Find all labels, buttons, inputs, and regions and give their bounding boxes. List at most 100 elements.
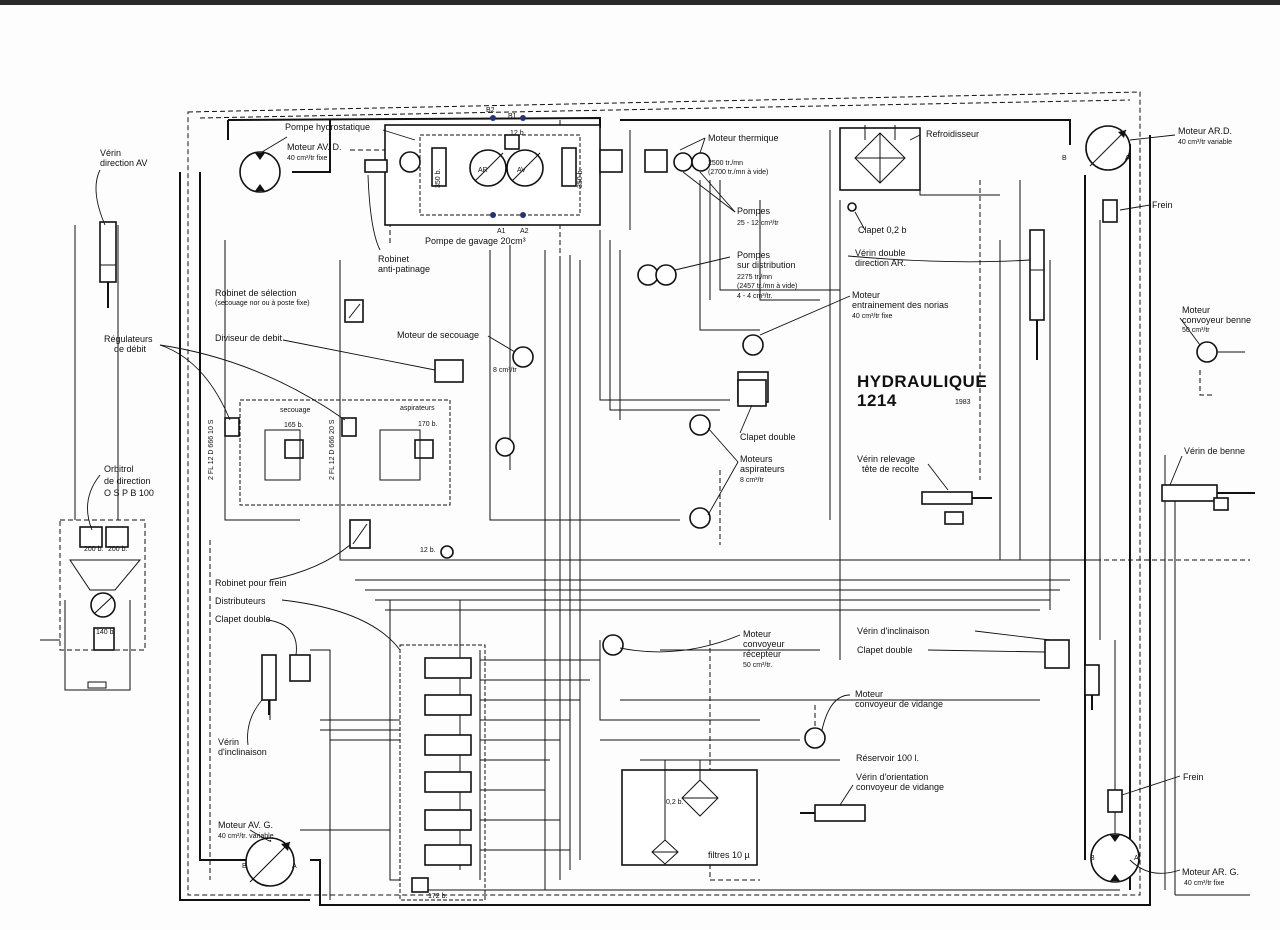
- label-port-a2: A2: [520, 228, 529, 235]
- label-pompe-gavage: Pompe de gavage 20cm³: [425, 236, 526, 246]
- label-p-165: 165 b.: [284, 422, 304, 429]
- labels: Vérin direction AV Moteur AV. D. 40 cm³/…: [84, 107, 1251, 900]
- label-pump-av: AV: [517, 167, 526, 174]
- label-clapet-02: Clapet 0,2 b: [858, 225, 907, 235]
- label-moteur-av-g-spec: 40 cm³/tr. variable: [218, 833, 274, 840]
- diagram-number: 1214: [857, 391, 897, 410]
- verin-orientation-symbol: [800, 804, 866, 822]
- label-moteurs-asp-3: 8 cm³/tr: [740, 477, 764, 484]
- verin-double-ar-symbol: [1029, 229, 1045, 360]
- label-pressure-350b: 350 b.: [577, 168, 584, 188]
- frein-ar-g-symbol: [1107, 789, 1123, 813]
- label-p-02b: 0,2 b.: [666, 799, 684, 806]
- moteur-convoyeur-benne-symbol: [1196, 341, 1245, 363]
- moteur-av-g-symbol: [245, 837, 295, 887]
- label-fl-1: 2 FL 12 D 666 10 S: [208, 419, 215, 480]
- label-moteur-recepteur-2: convoyeur: [743, 639, 785, 649]
- label-moteur-noria: Moteur: [852, 290, 880, 300]
- label-ar-g-port-a: A: [1134, 855, 1139, 862]
- label-clapet-double-2: Clapet double: [215, 614, 271, 624]
- moteur-thermique-symbol: [599, 149, 711, 173]
- label-moteur-vidange-2: convoyeur de vidange: [855, 699, 943, 709]
- label-robinet-anti: Robinet: [378, 254, 410, 264]
- label-pump-ar: AR: [478, 167, 488, 174]
- label-reservoir: Réservoir 100 l.: [856, 753, 919, 763]
- label-robinet-selection: Robinet de sélection: [215, 288, 297, 298]
- label-filtres: filtres 10 µ: [708, 850, 750, 860]
- label-pompes-distrib-2: sur distribution: [737, 260, 796, 270]
- label-regime: 2500 tr./mn: [708, 160, 743, 167]
- label-moteur-conv-benne: Moteur: [1182, 305, 1210, 315]
- label-verin-incl-left-2: d'inclinaison: [218, 747, 267, 757]
- label-moteur-secouage-2: 8 cm³/tr: [493, 367, 517, 374]
- diagram-title: HYDRAULIQUE: [857, 372, 987, 391]
- verin-direction-av-symbol: [99, 221, 117, 308]
- label-orbitrol-3: O S P B 100: [104, 488, 154, 498]
- label-verin-direction-av: Vérin: [100, 148, 121, 158]
- label-moteur-av-g: Moteur AV. G.: [218, 820, 273, 830]
- clapet-double-center-symbol: [737, 379, 767, 407]
- label-ar-g-port-b: B: [1090, 855, 1095, 862]
- distributeurs-symbol: [399, 644, 486, 901]
- label-robinet-selection-2: (secouage nor ou à poste fixe): [215, 300, 310, 307]
- robinet-selection-symbol: [344, 299, 364, 323]
- pompe-hydrostatique-symbol: [364, 115, 601, 226]
- label-port-a1: A1: [497, 228, 506, 235]
- label-moteurs-asp: Moteurs: [740, 454, 773, 464]
- label-distributeurs: Distributeurs: [215, 596, 266, 606]
- pompes-distribution-symbol: [637, 264, 677, 286]
- label-av-g-port-b: B: [242, 863, 247, 870]
- label-verin-double-ar-2: direction AR.: [855, 258, 906, 268]
- refroidisseur-symbol: [839, 125, 921, 212]
- label-diviseur: Diviseur de debit: [215, 333, 283, 343]
- moteur-recepteur-symbol: [602, 634, 624, 656]
- frein-ar-symbol: [1102, 199, 1118, 223]
- label-moteur-noria-2: entrainement des norias: [852, 300, 949, 310]
- label-moteur-recepteur-3: récepteur: [743, 649, 781, 659]
- scan-top-edge: [0, 0, 1280, 5]
- label-moteur-vidange: Moteur: [855, 689, 883, 699]
- label-pompes-distrib-4: (2457 tr./mn à vide): [737, 283, 797, 290]
- label-av-g-port-a: A: [292, 863, 297, 870]
- moteurs-aspirateurs-symbol: [689, 414, 711, 529]
- moteur-vidange-symbol: [804, 727, 826, 749]
- label-p-170: 170 b.: [418, 421, 438, 428]
- verin-benne-symbol: [1161, 484, 1255, 511]
- label-moteur-conv-benne-2: convoyeur benne: [1182, 315, 1251, 325]
- label-p-200b: 200 b.: [108, 546, 128, 553]
- label-moteur-recepteur-4: 50 cm³/tr.: [743, 662, 772, 669]
- components: [69, 115, 1255, 901]
- label-secouage: secouage: [280, 407, 310, 414]
- label-orbitrol: Orbitrol: [104, 464, 134, 474]
- label-verin-inclinaison-right: Vérin d'inclinaison: [857, 626, 929, 636]
- main-circuit-lines: [40, 91, 1250, 906]
- label-port-b2: B2: [486, 107, 495, 114]
- label-moteur-secouage: Moteur de secouage: [397, 330, 479, 340]
- label-port-b1: B1: [508, 113, 517, 120]
- verin-relevage-symbol: [921, 491, 992, 525]
- label-orbitrol-2: de direction: [104, 476, 151, 486]
- label-pompes-distrib-5: 4 - 4 cm³/tr.: [737, 293, 772, 300]
- label-regulateurs: Régulateurs: [104, 334, 153, 344]
- label-pressure-12b: 12 b.: [510, 130, 526, 137]
- label-regime-vide: (2700 tr./mn à vide): [708, 169, 768, 176]
- label-ar-d-port-b: B: [1062, 155, 1067, 162]
- label-robinet-frein: Robinet pour frein: [215, 578, 287, 588]
- label-verin-direction-av-2: direction AV: [100, 158, 147, 168]
- label-verin-double-ar: Vérin double: [855, 248, 906, 258]
- diviseur-symbol: [434, 346, 534, 383]
- label-verin-relevage-2: tête de recolte: [862, 464, 919, 474]
- robinet-frein-symbol: [349, 519, 454, 559]
- verin-inclinaison-left-symbol: [261, 654, 311, 715]
- label-moteur-conv-benne-3: 50 cm³/tr: [1182, 327, 1210, 334]
- label-moteur-recepteur: Moteur: [743, 629, 771, 639]
- label-frein-ar: Frein: [1152, 200, 1173, 210]
- label-moteur-av-d: Moteur AV. D.: [287, 142, 342, 152]
- verin-inclinaison-right-symbol: [1044, 639, 1100, 710]
- moteur-ar-d-symbol: [1085, 125, 1131, 171]
- label-moteur-noria-3: 40 cm³/tr fixe: [852, 313, 893, 320]
- label-p-140: 140 b.: [96, 629, 116, 636]
- label-moteur-av-d-spec: 40 cm³/tr fixe: [287, 155, 328, 162]
- label-frein-ar-g: Frein: [1183, 772, 1204, 782]
